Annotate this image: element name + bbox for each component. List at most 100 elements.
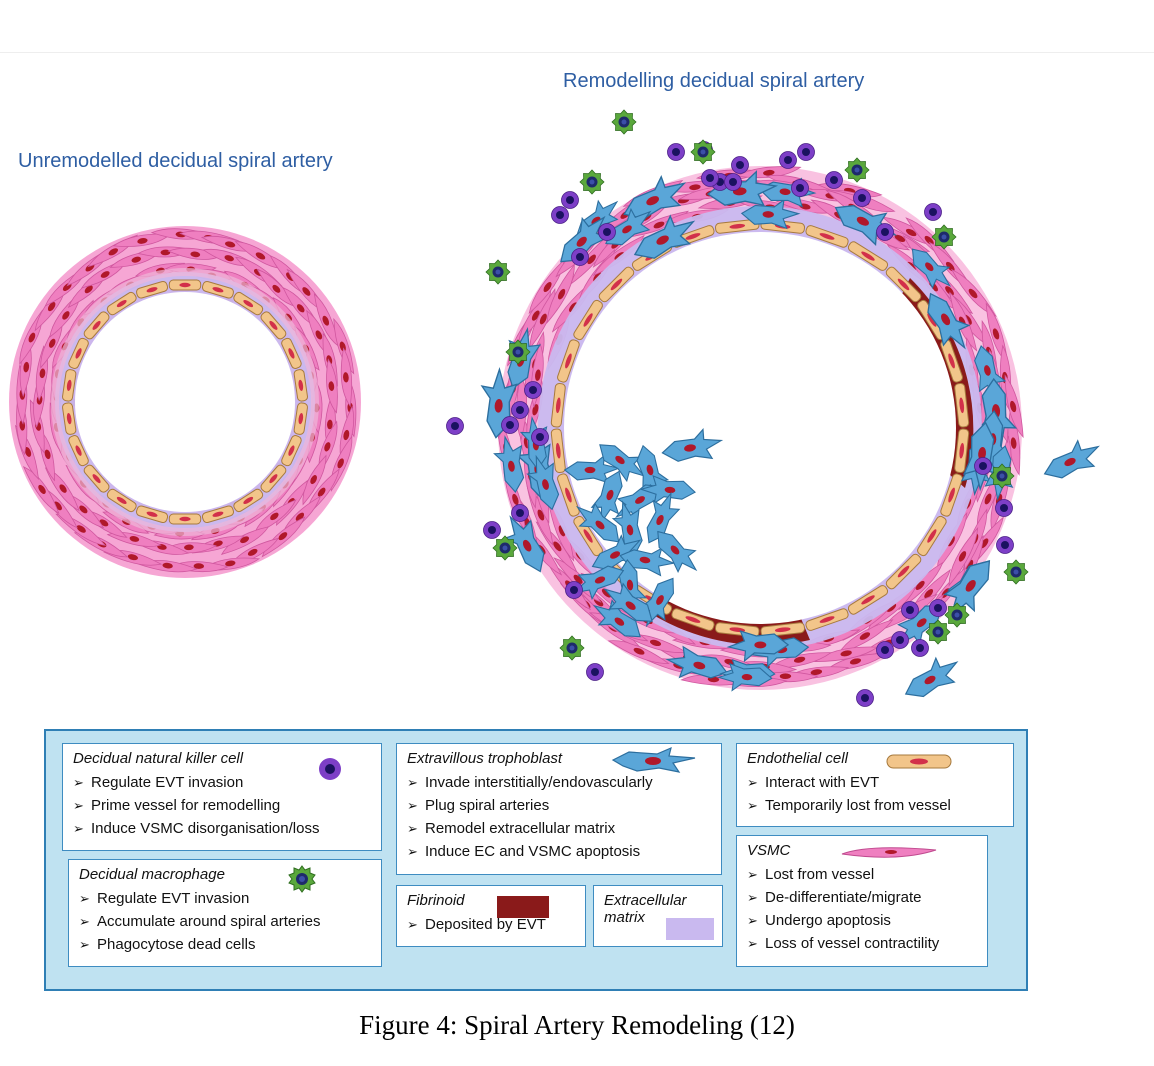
legend-nk-bullet: ➢Prime vessel for remodelling	[73, 794, 371, 817]
nk-cell	[565, 581, 583, 599]
legend-endothelial-bullet: ➢Interact with EVT	[747, 771, 1003, 794]
legend-macrophage-bullet: ➢Accumulate around spiral arteries	[79, 910, 371, 933]
trophoblast-cell	[633, 214, 696, 259]
vessel-lumen	[564, 232, 956, 624]
nk-cell	[483, 521, 501, 539]
endothelial-cell	[68, 435, 89, 467]
vsmc-cell	[814, 646, 879, 662]
arrow-bullet-icon: ➢	[747, 936, 758, 951]
nk-cell	[924, 203, 942, 221]
trophoblast-cell	[661, 427, 724, 462]
legend-evt-bullet: ➢Induce EC and VSMC apoptosis	[407, 840, 711, 863]
nk-cell	[561, 191, 579, 209]
nk-cell-icon	[319, 758, 341, 780]
endothelial-cell	[954, 428, 970, 474]
nk-cell	[911, 639, 929, 657]
remodelling-title: Remodelling decidual spiral artery	[563, 70, 865, 92]
legend-ecm-title-1: Extracellular	[604, 892, 687, 909]
vsmc-cell	[607, 640, 670, 664]
endothelial-cell	[917, 515, 947, 557]
legend-vsmc-bullet: ➢Loss of vessel contractility	[747, 932, 977, 955]
legend-vsmc-bullet: ➢Undergo apoptosis	[747, 909, 977, 932]
legend-fibrinoid-bullet: ➢Deposited by EVT	[407, 913, 575, 936]
arrow-bullet-icon: ➢	[747, 775, 758, 790]
endothelial-cell	[201, 280, 234, 299]
trophoblast-cell	[927, 292, 971, 350]
nk-cell	[876, 223, 894, 241]
endothelial-cell	[62, 369, 77, 402]
vsmc-cell	[253, 499, 297, 536]
nk-cell	[524, 381, 542, 399]
nk-cell	[501, 416, 519, 434]
legend-nk-cell: Decidual natural killer cell ➢Regulate E…	[62, 743, 382, 851]
macrophage	[611, 109, 637, 135]
legend-vsmc-bullet: ➢Lost from vessel	[747, 863, 977, 886]
legend-evt-bullet: ➢Remodel extracellular matrix	[407, 817, 711, 840]
nk-cell	[511, 504, 529, 522]
arrow-bullet-icon: ➢	[73, 775, 84, 790]
trophoblast-cell	[646, 491, 681, 544]
legend-macrophage: Decidual macrophage ➢Regulate EVT invasi…	[68, 859, 382, 967]
fibrinoid-swatch	[497, 896, 549, 918]
endothelial-layer	[62, 279, 308, 525]
legend-extracellular-matrix: Extracellular matrix	[593, 885, 723, 947]
nk-cell	[731, 156, 749, 174]
macrophage	[559, 635, 585, 661]
endothelial-cell	[106, 291, 137, 316]
nk-cell	[531, 428, 549, 446]
legend-endothelial-cell: Endothelial cell ➢Interact with EVT ➢Tem…	[736, 743, 1014, 827]
endothelial-cell	[233, 488, 264, 513]
trophoblast-cell	[603, 582, 653, 622]
trophoblast-icon	[611, 746, 696, 773]
trophoblast-cell	[560, 215, 609, 263]
endothelial-cell	[136, 280, 169, 299]
endothelial-cell	[68, 337, 89, 369]
endothelial-cell	[847, 241, 889, 271]
endothelial-cell	[233, 291, 264, 316]
trophoblast-cell	[962, 421, 1000, 492]
trophoblast-cell	[726, 630, 790, 663]
vsmc-icon	[841, 847, 937, 858]
endothelial-cell	[598, 266, 635, 303]
endothelial-cell	[168, 279, 202, 291]
vsmc-cell	[529, 287, 556, 350]
legend-macrophage-bullet: ➢Regulate EVT invasion	[79, 887, 371, 910]
nk-cell	[586, 663, 604, 681]
endothelial-cell	[83, 311, 110, 340]
endothelial-cell	[573, 299, 603, 341]
unremodelled-title: Unremodelled decidual spiral artery	[18, 150, 333, 172]
arrow-bullet-icon: ➢	[79, 937, 90, 952]
arrow-bullet-icon: ➢	[747, 798, 758, 813]
vsmc-cell	[167, 247, 224, 260]
endothelial-cell	[671, 608, 715, 631]
endothelial-cell	[136, 505, 169, 524]
endothelial-cell	[201, 505, 234, 524]
nk-cell	[876, 641, 894, 659]
trophoblast-cell	[493, 435, 525, 494]
macrophage	[931, 224, 957, 250]
macrophage	[925, 619, 951, 645]
macrophage	[844, 157, 870, 183]
nk-cell	[791, 179, 809, 197]
arrow-bullet-icon: ➢	[407, 798, 418, 813]
trophoblast-cell	[716, 662, 773, 692]
legend-endothelial-bullet: ➢Temporarily lost from vessel	[747, 794, 1003, 817]
vsmc-cell	[220, 526, 270, 555]
figure-caption: Figure 4: Spiral Artery Remodeling (12)	[359, 1010, 795, 1040]
endothelial-cell	[557, 473, 580, 517]
legend-panel: Decidual natural killer cell ➢Regulate E…	[44, 729, 1028, 991]
vsmc-cell	[1004, 374, 1024, 439]
trophoblast-cell	[904, 656, 959, 698]
vsmc-cell	[948, 527, 979, 587]
spiral-artery-illustration	[9, 109, 1100, 707]
endothelial-cell	[885, 553, 922, 590]
macrophage	[505, 339, 531, 365]
vsmc-cell	[767, 652, 832, 670]
endothelial-cell	[260, 464, 287, 493]
endothelial-cell	[106, 488, 137, 513]
trophoblast-cell	[740, 198, 801, 230]
legend-evt-bullet: ➢Invade interstitially/endovascularly	[407, 771, 711, 794]
legend-ecm-title-2: matrix	[604, 909, 645, 926]
arrow-bullet-icon: ➢	[73, 821, 84, 836]
legend-macrophage-title: Decidual macrophage	[79, 866, 225, 883]
